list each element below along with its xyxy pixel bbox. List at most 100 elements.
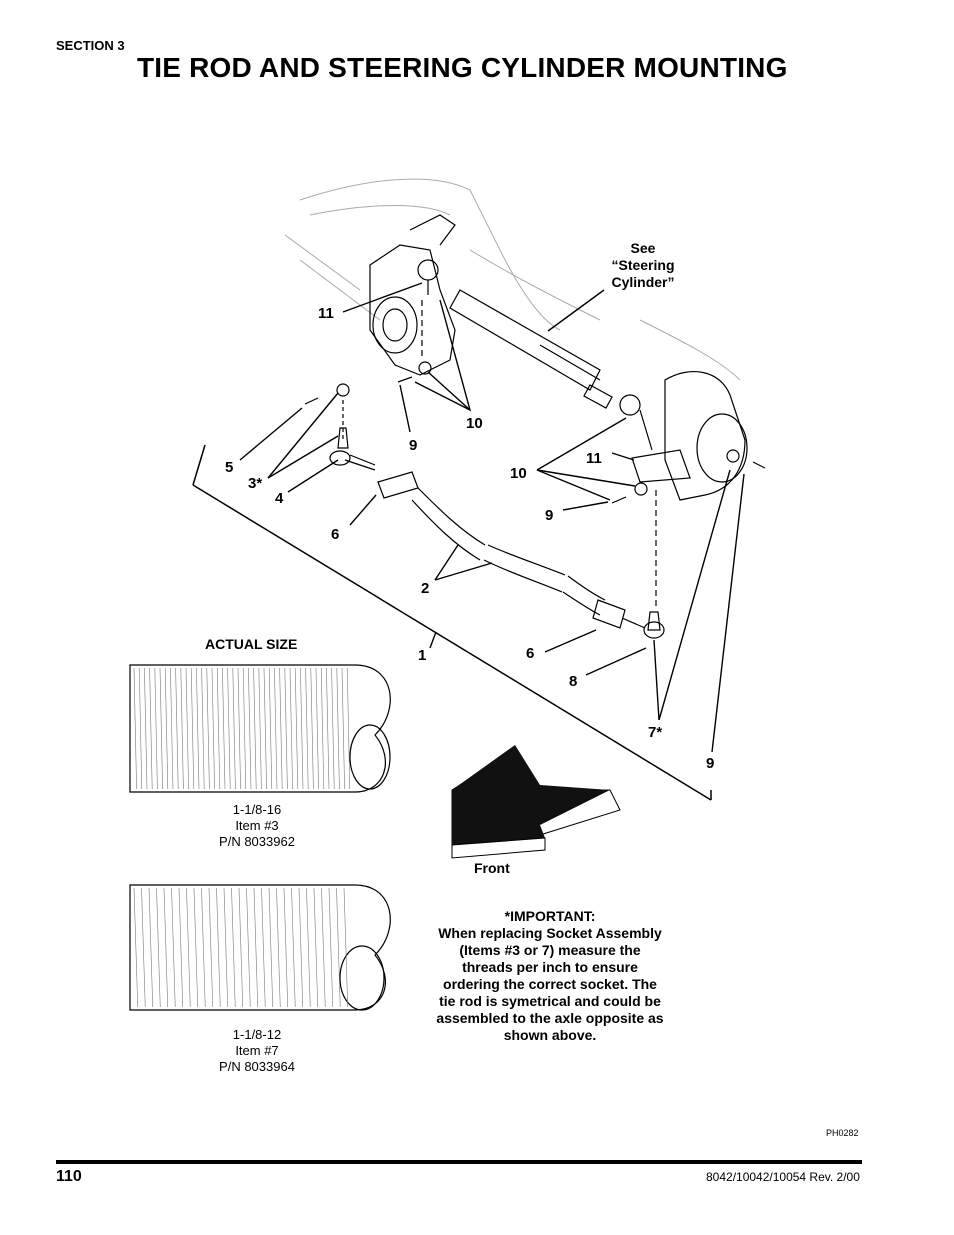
thread-ridge (263, 667, 267, 790)
thread-ridge (201, 667, 205, 790)
thread-ridge (336, 887, 341, 1008)
thread-ridge (326, 667, 330, 790)
thread-ridge (138, 667, 143, 790)
thread-size: 1-1/8-12 (232, 1027, 282, 1042)
thread-ridge (208, 887, 214, 1008)
thread-ridge (242, 667, 247, 790)
thread-ridge (331, 667, 335, 790)
thread-ridge (237, 667, 241, 790)
thread-ridge (156, 887, 161, 1008)
see-note-line: “Steering (611, 257, 675, 273)
important-line: ordering the correct socket. The (443, 976, 657, 992)
thread-ridge (144, 667, 148, 790)
callout-1: 1 (418, 647, 427, 664)
thread-ridge (268, 667, 273, 790)
thread-ridge (149, 667, 153, 790)
callout-6-left: 6 (331, 526, 340, 543)
thread-ridge (306, 887, 311, 1008)
see-note-line: See (630, 240, 656, 256)
important-line: shown above. (503, 1027, 597, 1043)
callout-11-right: 11 (586, 450, 602, 467)
thread-ridge (346, 667, 351, 790)
thread-ridge (320, 667, 325, 790)
thread-ridge (315, 667, 319, 790)
thread-ridge (148, 887, 154, 1008)
footer-rule (56, 1160, 862, 1164)
thread-ridge (258, 667, 262, 790)
thread-ridge (201, 887, 206, 1008)
callout-9-far-right: 9 (706, 755, 715, 772)
callout-5: 5 (225, 459, 234, 476)
thread-ridge (310, 667, 314, 790)
thread-ridge (341, 667, 345, 790)
thread-part-number: P/N 8033964 (219, 1059, 295, 1074)
thread-ridge (170, 667, 174, 790)
thread-ridge (313, 887, 319, 1008)
thread-sample-7 (129, 884, 391, 1011)
callout-10-left: 10 (466, 415, 483, 432)
thread-ridge (164, 667, 169, 790)
thread-ridge (141, 887, 146, 1008)
thread-ridge (298, 887, 304, 1008)
drawing-code: PH0282 (826, 1128, 859, 1138)
important-line: assembled to the axle opposite as (436, 1010, 664, 1026)
thread-ridge (284, 667, 288, 790)
thread-ridge (196, 667, 200, 790)
important-line: When replacing Socket Assembly (438, 925, 662, 941)
thread-caption-item-3: 1-1/8-16 Item #3 P/N 8033962 (192, 802, 322, 850)
callout-7: 7* (648, 724, 663, 741)
callout-9-right: 9 (545, 507, 554, 524)
thread-ridge (253, 667, 257, 790)
thread-ridge (154, 667, 158, 790)
important-line: threads per inch to ensure (462, 959, 638, 975)
thread-ridge (178, 887, 184, 1008)
thread-item: Item #7 (235, 1043, 279, 1058)
thread-ridge (343, 887, 349, 1008)
thread-ridge (171, 887, 176, 1008)
front-label: Front (474, 860, 510, 876)
thread-part-number: P/N 8033962 (219, 834, 295, 849)
callout-10-right: 10 (510, 465, 527, 482)
section-label: SECTION 3 (56, 38, 125, 53)
thread-ridge (248, 667, 252, 790)
important-note: *IMPORTANT: When replacing Socket Assemb… (410, 908, 690, 1044)
thread-ridge (294, 667, 299, 790)
thread-ridge (276, 887, 281, 1008)
thread-ridge (291, 887, 296, 1008)
thread-ridge (261, 887, 266, 1008)
callout-6-right: 6 (526, 645, 535, 662)
important-title: *IMPORTANT: (504, 908, 596, 924)
thread-ridge (133, 667, 137, 790)
thread-ridge (223, 887, 229, 1008)
thread-ridge (268, 887, 274, 1008)
see-note-line: Cylinder” (611, 274, 675, 290)
thread-ridge (232, 667, 236, 790)
thread-ridge (289, 667, 293, 790)
document-revision: 8042/10042/10054 Rev. 2/00 (706, 1170, 860, 1184)
thread-ridge (238, 887, 244, 1008)
callout-3: 3* (248, 475, 263, 492)
thread-ridge (211, 667, 215, 790)
thread-ridge (163, 887, 169, 1008)
thread-ridge (305, 667, 309, 790)
thread-ridge (186, 887, 191, 1008)
thread-ridge (227, 667, 231, 790)
thread-ridge (206, 667, 210, 790)
thread-ridge (246, 887, 251, 1008)
thread-ridge (180, 667, 184, 790)
thread-ridge (274, 667, 278, 790)
callout-9-left: 9 (409, 437, 418, 454)
thread-item: Item #3 (235, 818, 279, 833)
callout-4: 4 (275, 490, 284, 507)
thread-ridge (336, 667, 340, 790)
thread-ridge (193, 887, 199, 1008)
thread-size: 1-1/8-16 (232, 802, 282, 817)
thread-ridge (321, 887, 326, 1008)
see-steering-cylinder-note: See “Steering Cylinder” (600, 240, 686, 291)
thread-sample-3 (129, 664, 391, 793)
page-number: 110 (56, 1168, 82, 1185)
thread-ridge (216, 667, 221, 790)
actual-size-heading: ACTUAL SIZE (205, 636, 298, 652)
thread-ridge (279, 667, 283, 790)
important-line: tie rod is symetrical and could be (439, 993, 661, 1009)
